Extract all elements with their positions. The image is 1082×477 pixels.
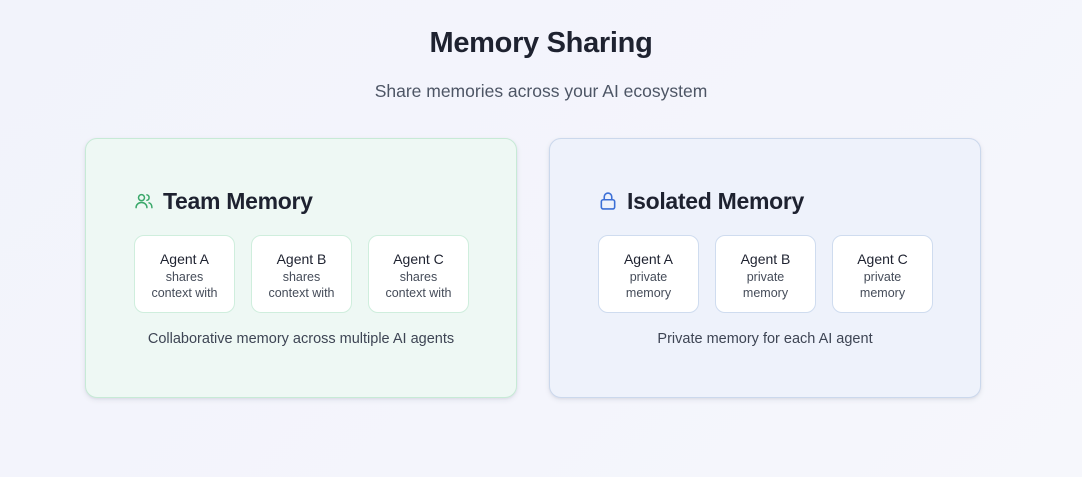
isolated-memory-title: Isolated Memory bbox=[627, 187, 804, 214]
agent-desc-line1: private bbox=[629, 270, 668, 284]
users-icon bbox=[134, 191, 154, 211]
agent-desc-line2: context with bbox=[268, 286, 335, 300]
isolated-memory-header: Isolated Memory bbox=[598, 185, 804, 217]
page-title: Memory Sharing bbox=[429, 27, 653, 59]
agent-desc-line2: memory bbox=[859, 286, 906, 300]
team-agent-b[interactable]: Agent B shares context with bbox=[251, 235, 352, 313]
team-memory-caption: Collaborative memory across multiple AI … bbox=[147, 331, 455, 347]
agent-desc-line1: private bbox=[863, 270, 902, 284]
page-subtitle: Share memories across your AI ecosystem bbox=[374, 81, 708, 101]
isolated-agent-c[interactable]: Agent C private memory bbox=[832, 235, 933, 313]
team-memory-title: Team Memory bbox=[163, 187, 313, 214]
team-memory-card[interactable]: Team Memory Agent A shares context with … bbox=[85, 138, 517, 398]
agent-desc-line1: shares bbox=[165, 270, 204, 284]
agent-desc-line1: private bbox=[746, 270, 785, 284]
agent-desc-line1: shares bbox=[282, 270, 321, 284]
lock-icon bbox=[598, 191, 618, 211]
isolated-memory-card[interactable]: Isolated Memory Agent A private memory A… bbox=[549, 138, 981, 398]
agent-name: Agent C bbox=[393, 251, 444, 267]
team-memory-header: Team Memory bbox=[134, 185, 313, 217]
isolated-memory-caption: Private memory for each AI agent bbox=[657, 331, 873, 347]
isolated-agent-a[interactable]: Agent A private memory bbox=[598, 235, 699, 313]
agent-desc-line2: context with bbox=[385, 286, 452, 300]
agent-name: Agent A bbox=[623, 251, 674, 267]
agent-name: Agent C bbox=[857, 251, 908, 267]
isolated-agent-b[interactable]: Agent B private memory bbox=[715, 235, 816, 313]
team-agent-list: Agent A shares context with Agent B shar… bbox=[134, 235, 469, 313]
agent-desc-line2: memory bbox=[625, 286, 672, 300]
agent-name: Agent B bbox=[740, 251, 791, 267]
agent-desc-line2: memory bbox=[742, 286, 789, 300]
team-agent-a[interactable]: Agent A shares context with bbox=[134, 235, 235, 313]
team-agent-c[interactable]: Agent C shares context with bbox=[368, 235, 469, 313]
agent-desc-line2: context with bbox=[151, 286, 218, 300]
agent-name: Agent A bbox=[159, 251, 210, 267]
agent-name: Agent B bbox=[276, 251, 327, 267]
isolated-agent-list: Agent A private memory Agent B private m… bbox=[598, 235, 933, 313]
agent-desc-line1: shares bbox=[399, 270, 438, 284]
